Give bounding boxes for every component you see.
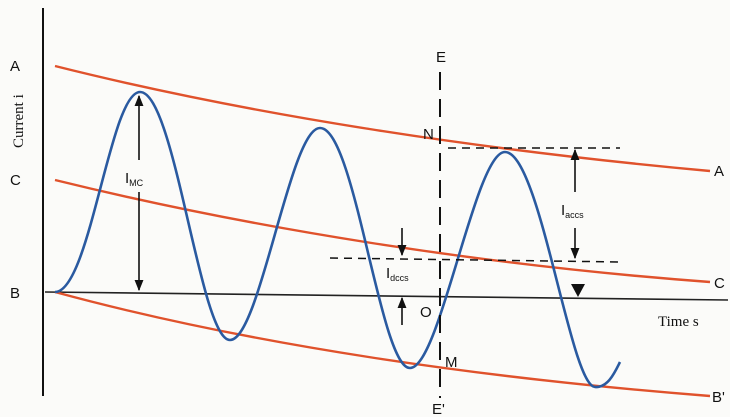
label-idccs: Idccs xyxy=(386,265,409,283)
label-point-o: O xyxy=(420,304,432,321)
label-point-m: M xyxy=(445,354,458,371)
label-point-n: N xyxy=(423,126,434,143)
envelope-b xyxy=(54,290,711,398)
envelope-c xyxy=(54,178,711,284)
time-axis xyxy=(44,291,729,301)
label-right-b: B' xyxy=(712,389,725,406)
x-axis-label: Time s xyxy=(658,314,699,330)
label-right-a: A xyxy=(714,163,724,180)
y-axis-label: Current i xyxy=(11,94,27,148)
label-imc: IMC xyxy=(125,170,144,188)
envelope-a xyxy=(54,64,711,173)
label-iaccs: Iaccs xyxy=(561,202,584,220)
label-left-b: B xyxy=(10,285,20,302)
label-e-prime: E' xyxy=(432,401,445,417)
label-right-c: C xyxy=(714,275,725,292)
guide-c xyxy=(329,257,623,263)
label-left-c: C xyxy=(10,172,21,189)
current-wave xyxy=(54,90,622,389)
marker-triangle xyxy=(571,284,585,297)
label-e: E xyxy=(436,49,446,66)
label-left-a: A xyxy=(10,58,20,75)
